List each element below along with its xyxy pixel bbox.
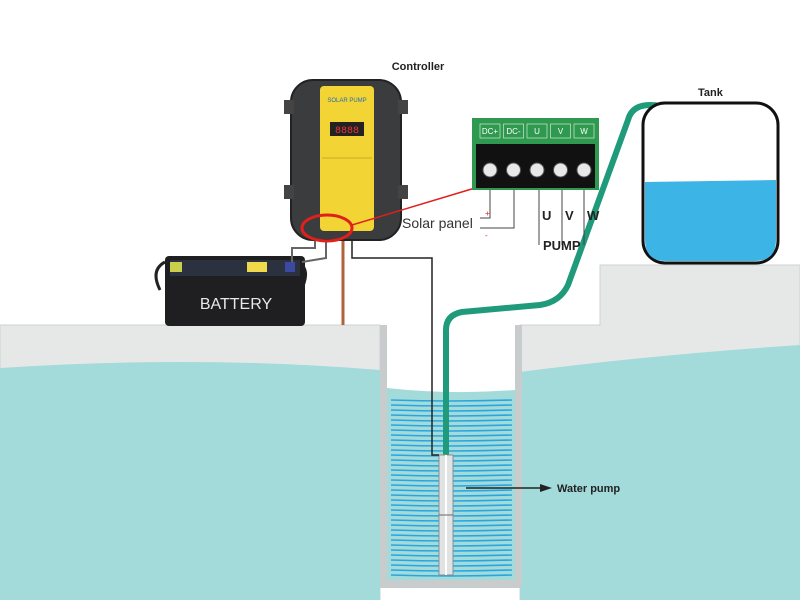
well-water-line [390,424,513,427]
terminal-block: DC+ DC- U V W [472,118,599,190]
battery-cable-2 [301,238,327,263]
solar-panel-label: Solar panel [402,215,473,231]
battery [154,256,307,326]
terminal-label: U [534,127,540,136]
terminal-label: DC- [506,127,521,136]
terminal-label: W [580,127,588,136]
battery-cable [291,238,316,262]
battery-label: BATTERY [200,296,273,313]
terminal-label-box [479,123,501,139]
terminal-screw-icon [506,162,521,178]
u-label: U [542,208,551,223]
controller-label: Controller [392,61,445,73]
tank-label: Tank [698,87,724,99]
water-pump-label: Water pump [557,483,620,495]
well-water-line [390,429,513,432]
tank [641,101,780,265]
well-water-line [390,439,513,442]
pump-label: PUMP [543,238,581,253]
well-water-line [390,434,513,437]
terminal-label-box [503,123,524,139]
controller-brand: SOLAR PUMP [327,98,366,104]
w-label: W [587,208,600,223]
ground [0,264,800,600]
v-label: V [565,208,574,223]
terminal-label-box [573,123,595,139]
terminal-screw-icon [576,162,592,178]
terminal-label: V [558,127,564,136]
well-water-line [390,574,513,577]
well-water-line [390,449,513,452]
well-water-line [390,414,513,417]
controller-display: 8888 [335,126,359,137]
controller-device: 8888 SOLAR PUMP [284,79,408,241]
terminal-screw-icon [482,162,498,178]
terminal-highlight [300,213,354,243]
well-water-line [390,409,513,412]
terminal-label-box [550,123,571,139]
terminal-screw-icon [529,162,545,178]
well-water-line [390,419,513,422]
arrow-head-icon [540,484,552,492]
solar-plus: + [485,209,490,218]
terminal-label: DC+ [482,127,499,136]
well-water-line [390,404,513,407]
terminal-screw-icon [553,162,568,178]
terminal-label-box [526,123,548,139]
zoom-line [351,187,476,226]
well-water-line [390,444,513,447]
water-pump-unit [438,454,454,576]
pump-cable [351,238,439,456]
well-water-line [390,399,513,402]
solar-minus: - [485,231,488,240]
